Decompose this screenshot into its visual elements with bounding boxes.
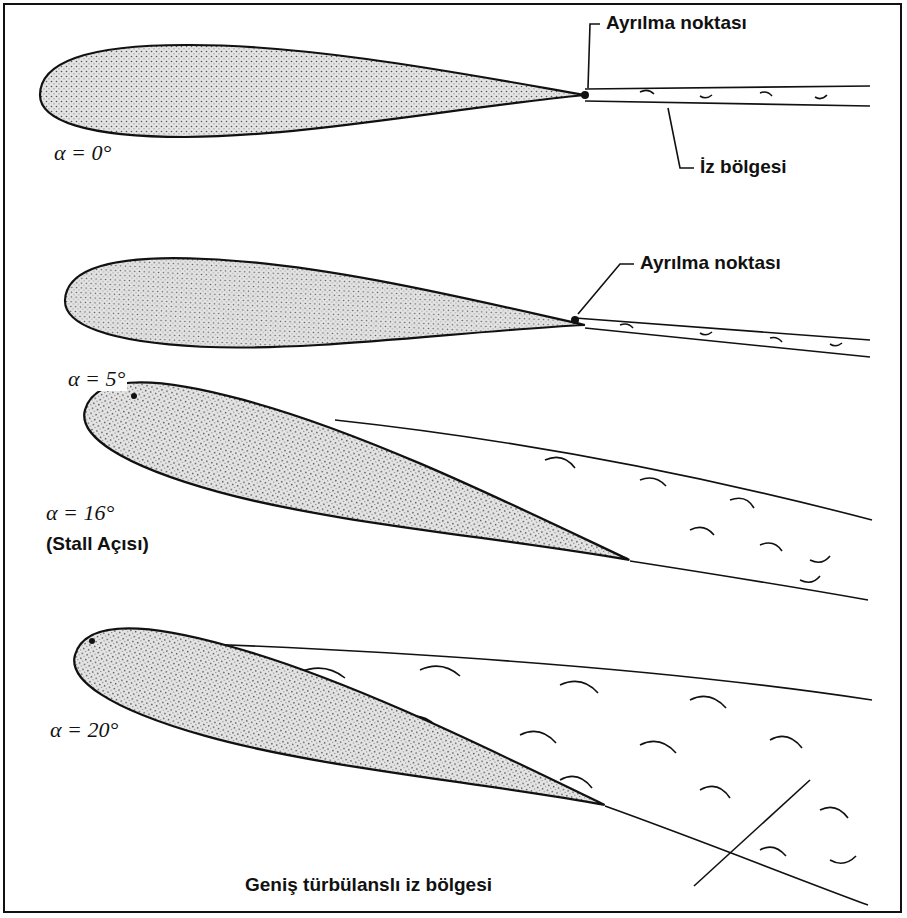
- wake-boundary: [585, 101, 870, 106]
- airfoil-16deg: [73, 360, 643, 602]
- separation-dot: [581, 91, 589, 99]
- separation-dot: [89, 638, 95, 644]
- annotation-label: (Stall Açısı): [44, 533, 151, 555]
- leader-lines: [578, 24, 810, 886]
- wake-boundary: [575, 318, 870, 340]
- angle-label: α = 20°: [48, 717, 120, 742]
- wake-eddy: [640, 90, 827, 98]
- wake-boundary: [605, 806, 868, 905]
- angle-label: α = 5°: [66, 366, 127, 391]
- wake-boundary: [585, 86, 870, 89]
- leader-line: [668, 108, 694, 168]
- angle-label: α = 16°: [44, 500, 116, 525]
- airfoil: [40, 45, 643, 846]
- leader-line: [578, 264, 634, 314]
- leader-line: [588, 24, 600, 88]
- airfoil-0deg: [40, 45, 585, 137]
- wake-boundary: [585, 328, 870, 357]
- wake-eddy: [620, 324, 842, 346]
- separation-dot: [131, 393, 137, 399]
- airfoil-20deg: [63, 606, 618, 845]
- leader-line: [694, 780, 810, 886]
- separation-point: [89, 91, 589, 644]
- wake-boundary: [630, 561, 868, 600]
- annotation-label: İz bölgesi: [698, 156, 789, 178]
- wake-eddy: [545, 457, 830, 582]
- annotation-label: Ayrılma noktası: [638, 252, 783, 274]
- airfoil-5deg: [63, 252, 587, 365]
- annotation-label: Ayrılma noktası: [604, 12, 749, 34]
- angle-label: α = 0°: [52, 140, 113, 165]
- annotation-label: Geniş türbülanslı iz bölgesi: [243, 874, 494, 896]
- separation-dot: [571, 316, 579, 324]
